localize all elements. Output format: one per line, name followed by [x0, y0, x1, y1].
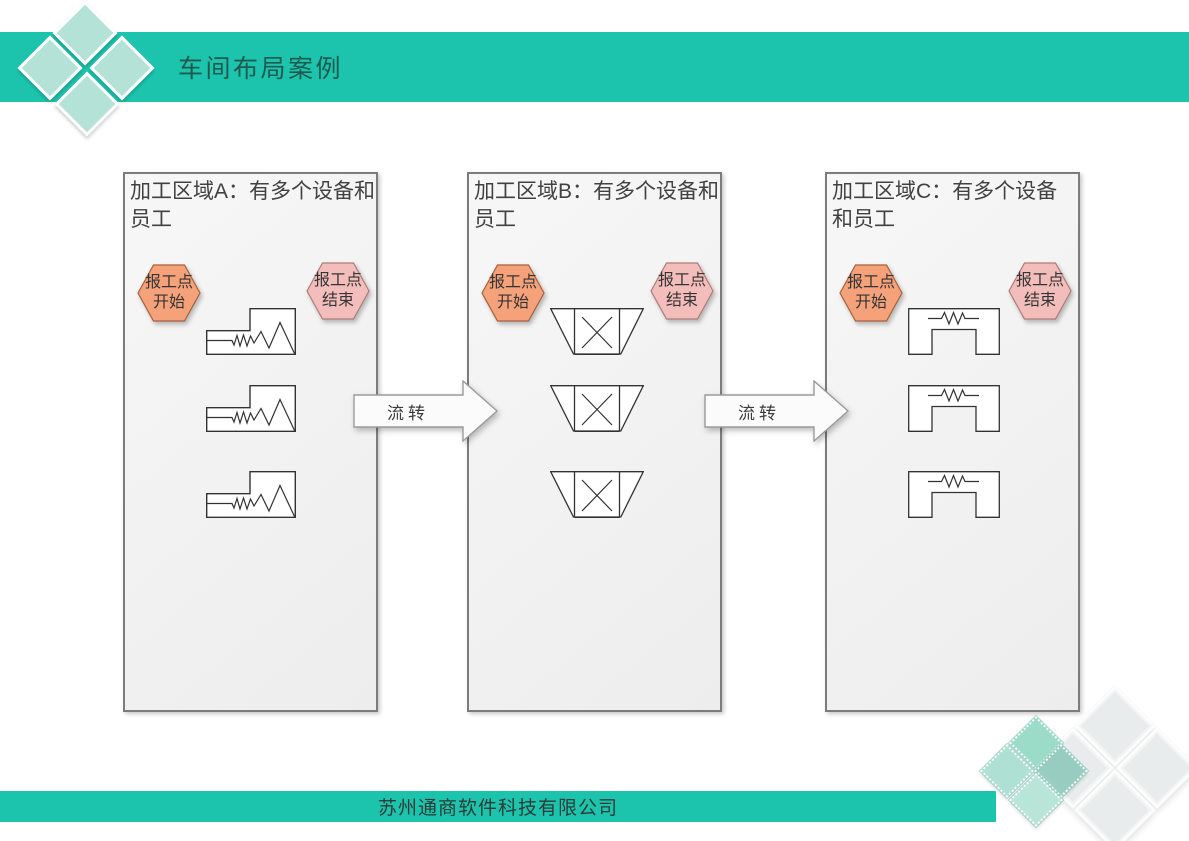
- flow-arrow-label: 流转: [387, 403, 429, 423]
- hexagon-label-line2: 开始: [152, 294, 185, 311]
- hexagon-shape-icon: [481, 264, 545, 322]
- hexagon-label-line1: 报工点: [1015, 272, 1064, 289]
- hexagon-label-line2: 结束: [665, 292, 698, 309]
- hexagon-shape: [481, 264, 545, 322]
- milling-machine-icon: [550, 308, 644, 355]
- lathe-machine-icon: [206, 385, 300, 432]
- panel-title-line2: 员工: [130, 208, 172, 231]
- company-name: 苏州通商软件科技有限公司: [377, 798, 618, 819]
- panel-title-line1: 加工区域A：有多个设备和: [130, 180, 376, 203]
- panel-title-line1: 加工区域B：有多个设备和: [474, 180, 720, 203]
- footer-bar: 苏州通商软件科技有限公司: [0, 791, 996, 822]
- hexagon-shape-icon: [650, 262, 714, 320]
- hexagon-label-line1: 报工点: [846, 274, 895, 291]
- slide-title: 车间布局案例: [178, 55, 344, 83]
- press-machine-icon: [908, 308, 1002, 355]
- hexagon-label-line2: 结束: [1023, 292, 1056, 309]
- report-point-start-hexagon: 报工点 开始: [137, 264, 201, 322]
- panel-title: 加工区域B：有多个设备和 员工: [474, 178, 719, 234]
- flow-arrow-label: 流转: [738, 403, 780, 423]
- hexagon-label-line2: 开始: [854, 294, 887, 311]
- header-bar: [0, 32, 1189, 102]
- press-machine-icon: [908, 471, 1002, 518]
- hexagon-shape: [839, 264, 903, 322]
- report-point-end-hexagon: 报工点 结束: [650, 262, 714, 320]
- hexagon-shape-icon: [137, 264, 201, 322]
- right-block-arrow-icon: [353, 380, 498, 442]
- milling-machine-icon: [550, 385, 644, 432]
- right-block-arrow-icon: [704, 380, 849, 442]
- panel-title: 加工区域C：有多个设备 和员工: [832, 178, 1057, 234]
- hexagon-label: 报工点 结束: [306, 262, 370, 320]
- hexagon-label-line1: 报工点: [488, 274, 537, 291]
- hexagon-label: 报工点 开始: [137, 264, 201, 322]
- hexagon-shape-icon: [1008, 262, 1072, 320]
- report-point-end-hexagon: 报工点 结束: [1008, 262, 1072, 320]
- hexagon-shape-icon: [306, 262, 370, 320]
- hexagon-shape-icon: [839, 264, 903, 322]
- hexagon-label-line1: 报工点: [144, 274, 193, 291]
- hexagon-shape: [650, 262, 714, 320]
- milling-machine-icon: [550, 471, 644, 518]
- hexagon-label: 报工点 开始: [839, 264, 903, 322]
- process-area-panel-a: 加工区域A：有多个设备和 员工 报工点 开始 报工点 结束: [123, 172, 378, 712]
- hexagon-shape: [137, 264, 201, 322]
- panel-title-line1: 加工区域C：有多个设备: [832, 180, 1058, 203]
- panel-title: 加工区域A：有多个设备和 员工: [130, 178, 375, 234]
- process-area-panel-c: 加工区域C：有多个设备 和员工 报工点 开始 报工点 结束: [825, 172, 1080, 712]
- press-machine-icon: [908, 385, 1002, 432]
- panel-title-line2: 员工: [474, 208, 516, 231]
- lathe-machine-icon: [206, 308, 300, 355]
- hexagon-label: 报工点 开始: [481, 264, 545, 322]
- flow-arrow-a-to-b: 流转: [353, 380, 498, 442]
- report-point-start-hexagon: 报工点 开始: [481, 264, 545, 322]
- hexagon-label-line2: 结束: [321, 292, 354, 309]
- hexagon-label-line1: 报工点: [657, 272, 706, 289]
- hexagon-label-line1: 报工点: [313, 272, 362, 289]
- process-area-panel-b: 加工区域B：有多个设备和 员工 报工点 开始 报工点 结束: [467, 172, 722, 712]
- lathe-machine-icon: [206, 471, 300, 518]
- hexagon-shape: [306, 262, 370, 320]
- panel-title-line2: 和员工: [832, 208, 895, 231]
- report-point-start-hexagon: 报工点 开始: [839, 264, 903, 322]
- hexagon-label-line2: 开始: [496, 294, 529, 311]
- flow-arrow-b-to-c: 流转: [704, 380, 849, 442]
- hexagon-shape: [1008, 262, 1072, 320]
- hexagon-label: 报工点 结束: [1008, 262, 1072, 320]
- hexagon-label: 报工点 结束: [650, 262, 714, 320]
- report-point-end-hexagon: 报工点 结束: [306, 262, 370, 320]
